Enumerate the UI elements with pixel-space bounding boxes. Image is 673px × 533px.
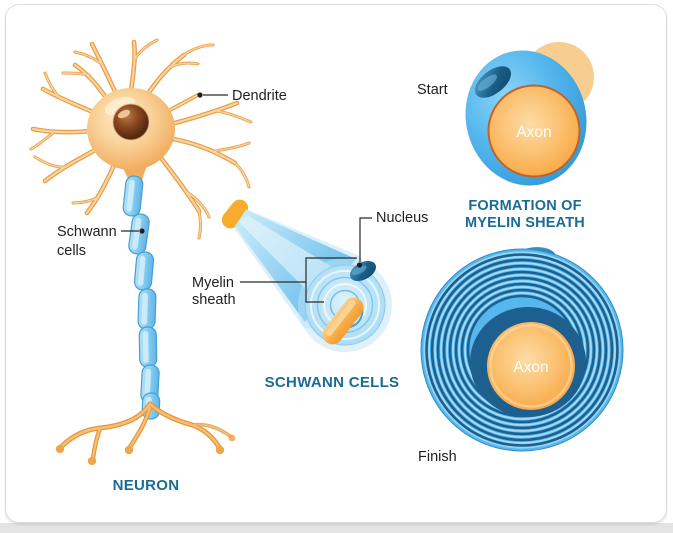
finish-axon-label: Axon [513,359,548,376]
dendrites [29,38,253,240]
nucleus-leader-line [359,217,372,262]
neuron-nucleus-rim [112,103,150,141]
schwann-cell-nucleus [475,66,511,98]
start-label: Start [417,82,448,98]
sheath-rim-highlight [423,251,621,449]
myelin-label-line1: Myelin [192,275,234,291]
dendrite-label: Dendrite [232,88,287,104]
finish-axon-glow [489,324,573,408]
myelin-ring [310,270,380,340]
schwann-cells-caption: SCHWANN CELLS [265,374,400,391]
schwann-cells-callout: Schwann cells [57,224,145,259]
nucleus-callout: Nucleus [356,210,428,268]
schwann-pointer-dot [139,228,145,234]
myelin-band-highlight [452,280,592,420]
neuron-nucleus-highlight [117,109,131,119]
myelin-groove [425,253,619,447]
start-axon [487,84,581,178]
terminal-boutons [55,434,236,466]
neuron-caption: NEURON [113,477,180,494]
axon-stub [221,199,249,229]
axon-rod [322,297,364,345]
nucleus-label: Nucleus [376,210,428,226]
myelin-label-line2: sheath [192,292,236,308]
schwann-label-line2: cells [57,243,86,259]
schwann-label-line1: Schwann [57,224,117,240]
axon-myelin-segments [122,175,161,420]
myelin-formation-start: Axon Start FORMATION OF MYELIN SHEATH [417,42,594,231]
formation-caption-line2: MYELIN SHEATH [465,215,585,231]
myelin-band-highlight [434,262,610,438]
axon-terminals [55,401,236,466]
dendrite-pointer-dot [197,92,203,98]
myelin-groove [430,258,614,442]
myelin-groove [442,270,602,430]
myelin-segment [122,175,144,217]
myelin-segment [137,288,157,330]
nucleus-pointer-dot [356,262,363,268]
dendrite-callout: Dendrite [197,88,287,104]
finish-axon [487,322,575,410]
myelin-segment [138,326,158,368]
schwann-nucleus [350,261,376,281]
myelin-sheath-callout: Myelin sheath [192,257,357,308]
formation-caption-line1: FORMATION OF [468,198,581,214]
schwann-cell-figure: Nucleus Myelin sheath SCHWANN CELLS [192,199,428,391]
myelin-band-highlight [446,274,598,426]
myelin-groove [448,276,596,424]
myelin-segment [133,251,155,291]
myelin-segment [128,213,150,255]
finish-label: Finish [418,449,457,465]
myelin-bracket [305,257,357,303]
page-bottom-strip [0,523,673,533]
start-axon-label: Axon [516,124,551,141]
myelin-band-highlight [440,268,604,432]
myelin-groove [436,264,608,436]
myelin-band-highlight [428,256,616,444]
neuron-figure: Dendrite Schwann cells NEURON [29,38,287,494]
myelin-formation-finish: Axon Finish [418,247,624,465]
